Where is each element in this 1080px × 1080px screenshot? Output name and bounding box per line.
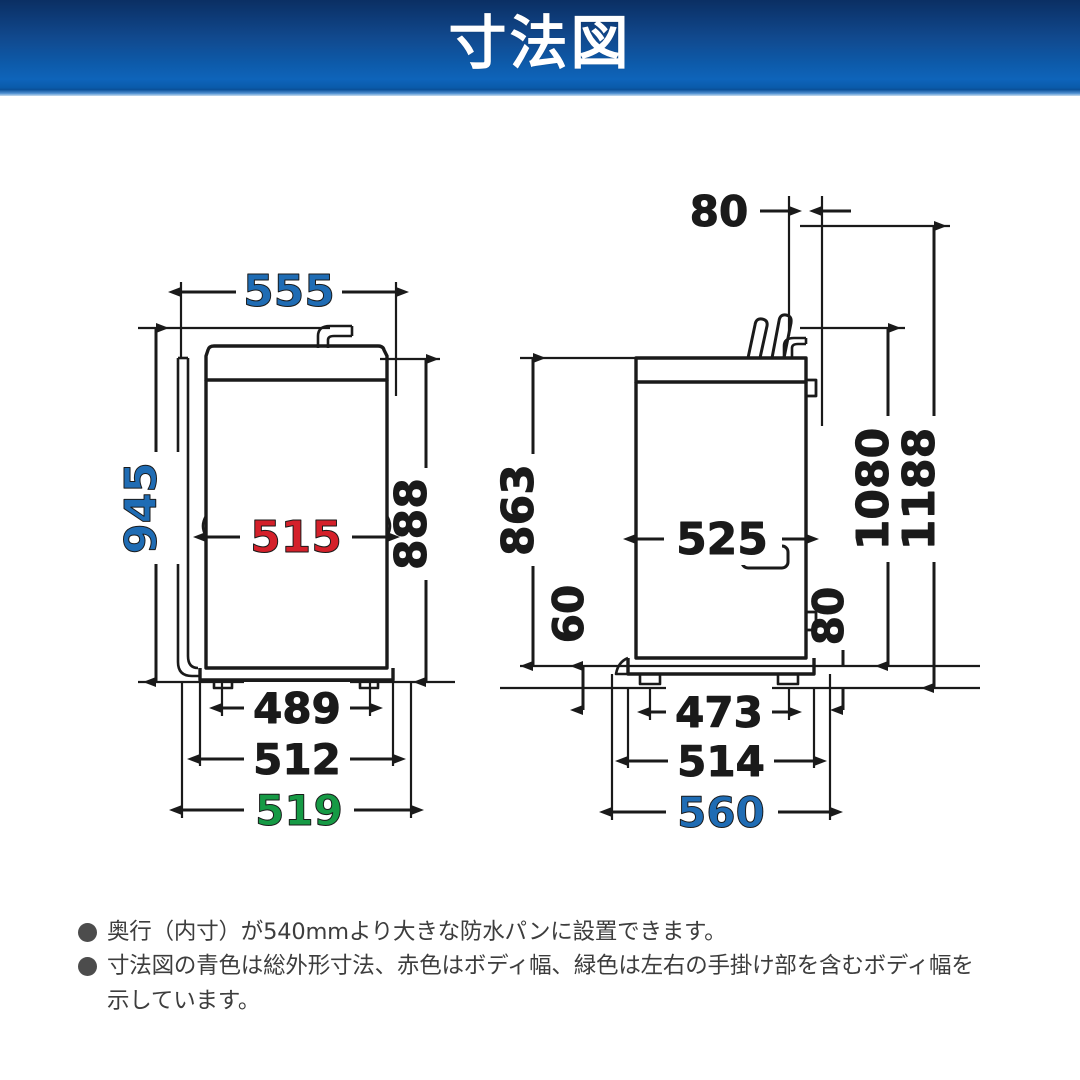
dim-label-front-512: 512 (253, 735, 341, 784)
front-drain-hose (176, 356, 200, 678)
drawing-area: 555 (0, 96, 1080, 896)
side-dim-1188: 1188 (894, 221, 960, 693)
front-dim-888: 888 (386, 354, 452, 687)
side-hose-outer (782, 336, 806, 358)
front-dim-555: 555 (168, 266, 409, 318)
front-bottom-ext-lines (180, 682, 413, 818)
side-rear-tab-bottom (806, 610, 818, 632)
front-lid-panel (204, 344, 389, 382)
side-lid-plate-inner (746, 317, 769, 360)
side-body-rect (634, 382, 808, 660)
side-view-group: 80 (493, 186, 980, 838)
dim-label-side-80-top: 80 (690, 187, 748, 236)
side-lid-open (746, 313, 793, 360)
dim-label-side-514: 514 (677, 737, 765, 786)
dim-label-side-525: 525 (676, 514, 768, 565)
dim-label-side-560: 560 (677, 788, 765, 837)
front-inlet-hose (316, 324, 354, 348)
note-text: 示しています。 (107, 987, 261, 1014)
side-feet (638, 674, 800, 686)
side-body-outline (626, 356, 816, 676)
dim-label-front-489: 489 (253, 684, 341, 733)
note-text: 寸法図の青色は総外形寸法、赤色はボディ幅、緑色は左右の手掛け部を含むボディ幅を (107, 953, 974, 980)
side-foot-front (638, 674, 662, 686)
dim-label-front-888: 888 (386, 478, 437, 570)
header-underline (0, 90, 1080, 96)
dim-label-side-473: 473 (675, 688, 763, 737)
dim-label-front-555: 555 (243, 266, 335, 317)
side-dim-1080: 1080 (848, 323, 914, 671)
dim-label-front-945: 945 (116, 462, 167, 554)
side-dim-525: 525 (623, 513, 819, 566)
footer-notes: 奥行（内寸）が540mmより大きな防水パンに設置できます。 寸法図の青色は総外形… (78, 918, 1038, 1021)
side-rear-tab-top (806, 378, 818, 398)
dim-label-side-1080: 1080 (848, 428, 899, 550)
bullet-spacer (78, 992, 97, 1011)
side-rear-tabs (806, 378, 818, 632)
dim-label-front-515: 515 (250, 512, 342, 563)
side-hose-inner (790, 342, 806, 358)
side-dim-80-lower: 80 (804, 582, 866, 715)
dim-label-side-1188: 1188 (894, 428, 945, 550)
dim-label-front-519: 519 (255, 786, 343, 835)
note-item-continued: 示しています。 (78, 987, 1038, 1016)
side-lid-plate-outer (770, 313, 793, 360)
bullet-icon (78, 923, 97, 942)
bullet-icon (78, 957, 97, 977)
side-dim-863: 863 (493, 353, 559, 671)
front-dim-489: 489 (209, 682, 383, 734)
side-base (626, 658, 816, 676)
side-dim-473: 473 (637, 686, 802, 738)
dim-label-side-60: 60 (544, 585, 593, 643)
side-front-skirt (614, 656, 629, 676)
front-inlet-outer (316, 324, 352, 348)
side-dim-514: 514 (615, 735, 827, 787)
front-inlet-inner (326, 334, 352, 348)
side-dim-80-top: 80 (680, 186, 851, 237)
front-dim-945: 945 (116, 323, 182, 687)
side-dim-560: 560 (599, 786, 843, 838)
front-dim-512: 512 (187, 733, 406, 785)
note-text: 奥行（内寸）が540mmより大きな防水パンに設置できます。 (107, 919, 727, 945)
dim-label-side-80-lower: 80 (804, 587, 853, 645)
front-hose-outer (176, 358, 200, 678)
dimension-drawing-svg: 555 (116, 186, 980, 838)
front-body-rect (204, 380, 389, 670)
front-hose-inner (186, 358, 199, 670)
side-top-panel (634, 356, 808, 384)
front-view-group: 555 (116, 266, 455, 836)
side-foot-rear (776, 674, 800, 686)
front-dim-515: 515 (193, 511, 400, 564)
side-rear-hose (782, 336, 808, 358)
page-title: 寸法図 (448, 9, 632, 77)
note-item: 寸法図の青色は総外形寸法、赤色はボディ幅、緑色は左右の手掛け部を含むボディ幅を (78, 952, 1038, 981)
front-body-outline (198, 344, 395, 682)
side-dim-60: 60 (544, 576, 606, 715)
header-banner: 寸法図 (0, 0, 1080, 90)
front-dim-519: 519 (169, 784, 424, 836)
dim-label-side-863: 863 (493, 464, 544, 556)
side-skirt-curve (614, 656, 629, 676)
front-base (198, 668, 395, 682)
note-item: 奥行（内寸）が540mmより大きな防水パンに設置できます。 (78, 918, 1038, 947)
